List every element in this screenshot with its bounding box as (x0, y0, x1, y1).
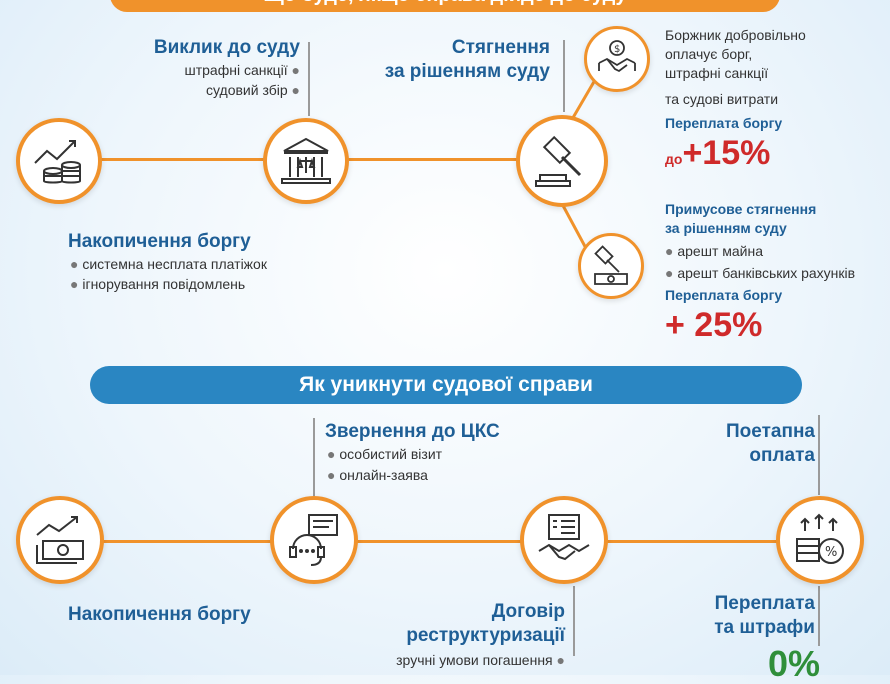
handshake-money-node: $ (584, 26, 650, 92)
svg-text:$: $ (614, 44, 620, 55)
coins-growth-icon (34, 140, 81, 184)
recovery-title-line1: Стягнення (451, 37, 550, 58)
voluntary-overpay-value: до+15% (665, 134, 771, 172)
staged-vline (818, 415, 820, 495)
call-court-title: Виклик до суду (153, 37, 300, 58)
bottom-debt-title: Накопичення боргу (68, 604, 251, 625)
recovery-vline (563, 40, 565, 112)
recovery-title-line2: за рішенням суду (384, 61, 550, 82)
gavel-icon (535, 135, 582, 187)
voluntary-line-3: штрафні санкції (665, 65, 769, 81)
forced-overpay-label: Переплата боргу (665, 287, 783, 303)
voluntary-line-2: оплачує борг, (665, 46, 753, 62)
handshake-money-icon: $ (598, 40, 636, 73)
forced-item-1: ● арешт майна (665, 243, 763, 259)
staged-title-line1: Поетапна (726, 421, 815, 442)
coins-percent-icon: % (796, 513, 844, 564)
contract-handshake-icon (538, 514, 590, 561)
cash-growth-icon (36, 516, 84, 564)
overpay-title-line2: та штрафи (714, 617, 815, 638)
headset-chat-node (270, 496, 358, 584)
restructuring-item-1: зручні умови погашення ● (396, 652, 565, 668)
restructuring-title-line1: Договір (491, 601, 565, 622)
bottom-connector-line (60, 540, 830, 543)
debt-accumulation-title: Накопичення боргу (68, 231, 251, 252)
restructuring-title-line2: реструктуризації (406, 625, 565, 646)
call-court-item-2: судовий збір ● (206, 82, 300, 98)
headset-chat-icon (289, 514, 338, 566)
debt-item-1: ● системна несплата платіжок (70, 256, 267, 272)
call-court-item-1: штрафні санкції ● (184, 62, 301, 78)
overpay-value: 0% (767, 643, 820, 684)
contact-item-2: ● онлайн-заява (327, 467, 428, 483)
svg-text:%: % (825, 545, 837, 560)
contact-title: Звернення до ЦКС (325, 421, 500, 442)
voluntary-line-4: та судові витрати (665, 91, 779, 107)
courthouse-node (263, 118, 349, 204)
forced-item-2: ● арешт банківських рахунків (665, 265, 856, 281)
staged-title-line2: оплата (749, 445, 815, 466)
restructuring-vline (573, 586, 575, 656)
contact-vline (313, 418, 315, 496)
forced-title-line2: за рішенням суду (665, 220, 787, 236)
debt-item-2: ● ігнорування повідомлень (70, 276, 246, 292)
overpay-vline (818, 586, 820, 646)
courthouse-icon (281, 137, 331, 184)
voluntary-overpay-label: Переплата боргу (665, 115, 783, 131)
voluntary-line-1: Боржник добровільно (665, 27, 806, 43)
call-court-vline (308, 42, 310, 116)
forced-title-line1: Примусове стягнення (665, 201, 817, 217)
gavel-money-node (578, 233, 644, 299)
contract-handshake-node (520, 496, 608, 584)
debt-accumulation-node (16, 118, 102, 204)
gavel-node (516, 115, 608, 207)
forced-overpay-value: + 25% (665, 306, 763, 344)
bottom-banner-title: Як уникнути судової справи (90, 366, 802, 404)
overpay-title-line1: Переплата (714, 593, 815, 614)
contact-item-1: ● особистий візит (327, 446, 443, 462)
top-banner-title: Що буде, якщо справа дійде до суду (110, 0, 780, 12)
cash-growth-node (16, 496, 104, 584)
gavel-money-icon (594, 245, 628, 285)
coins-percent-node: % (776, 496, 864, 584)
